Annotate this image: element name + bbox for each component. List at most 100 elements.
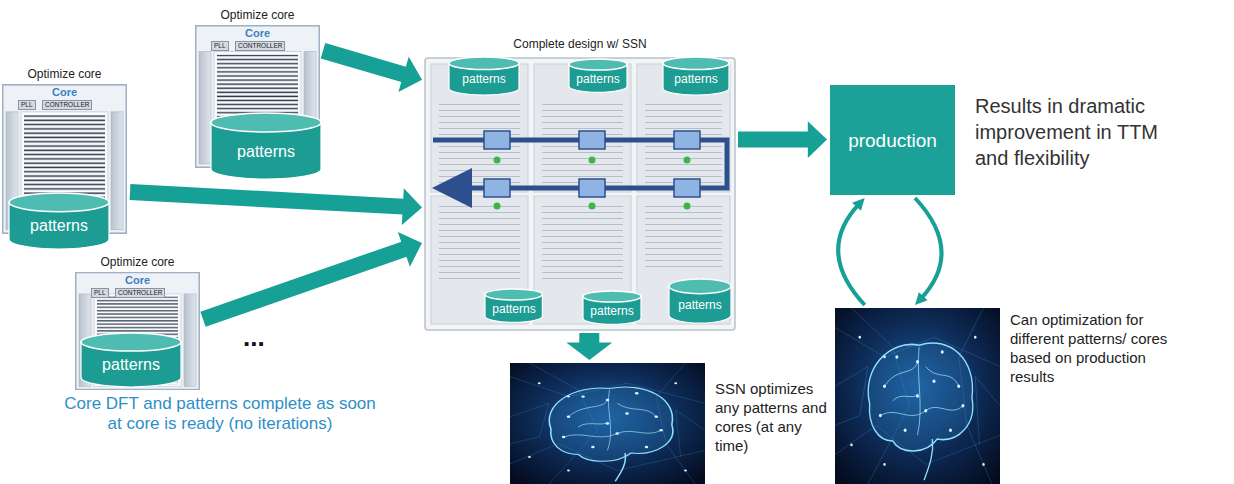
- status-dot: [589, 157, 596, 164]
- design-cell: [534, 64, 631, 192]
- cylinder-label: patterns: [102, 355, 160, 374]
- cylinder-top: [663, 57, 729, 70]
- pattern-cylinder: patterns: [662, 56, 730, 96]
- ssn-host: [579, 179, 605, 197]
- arrowhead: [398, 232, 422, 267]
- block-arrow-shaft: [738, 132, 809, 148]
- connector-arrow: [915, 198, 942, 305]
- cycle-arc: [838, 204, 865, 305]
- block-label: CONTROLLER: [42, 100, 92, 110]
- cylinder-label: patterns: [678, 298, 721, 312]
- pattern-cylinder: patterns: [582, 290, 642, 325]
- pattern-cylinder: patterns: [568, 58, 628, 93]
- status-dot: [589, 203, 596, 210]
- ssn-host: [674, 131, 700, 149]
- connector-arrow: [130, 188, 422, 225]
- design-cell: [637, 64, 730, 192]
- core-title: Core: [2, 86, 127, 99]
- label-holder: patterns: [662, 70, 730, 90]
- core-heading: Optimize core: [100, 255, 174, 269]
- note-text: Core DFT and patterns complete as soon a…: [55, 394, 385, 434]
- cylinder-top: [485, 289, 542, 300]
- core-chip: [76, 273, 200, 390]
- design-heading: Complete design w/ SSN: [513, 37, 646, 51]
- brain-image: SSN optimizes any patterns and cores (at…: [510, 363, 705, 484]
- cylinder-top: [669, 279, 731, 294]
- cylinder-label: patterns: [30, 216, 88, 235]
- block-label: CONTROLLER: [235, 41, 285, 51]
- cell-logic: [645, 204, 722, 270]
- brain-illustration: [835, 308, 1000, 484]
- cylinder-top: [583, 291, 641, 302]
- ssn-host: [484, 179, 510, 197]
- core-title: Core: [75, 274, 200, 287]
- block-label: PLL: [91, 288, 109, 298]
- ssn-host: [579, 131, 605, 149]
- brain-note: SSN optimizes any patterns and cores (at…: [715, 379, 827, 455]
- cylinder-label: patterns: [462, 72, 505, 86]
- block-arrow-shaft: [579, 333, 599, 343]
- connector-arrow: [838, 198, 865, 305]
- block-arrow-shaft: [203, 249, 405, 319]
- block-label: PLL: [18, 100, 36, 110]
- ssn-host: [484, 131, 510, 149]
- label-holder: patterns: [8, 212, 110, 240]
- brain-note: Can optimization for different patterns/…: [1010, 310, 1170, 386]
- core-title: Core: [195, 27, 320, 40]
- cylinder-top: [211, 113, 321, 132]
- status-dot: [684, 157, 691, 164]
- status-dot: [494, 157, 501, 164]
- arrowhead: [808, 121, 827, 158]
- arrowhead: [915, 292, 928, 305]
- cycle-arc: [915, 198, 942, 299]
- block-arrow-shaft: [323, 51, 404, 75]
- arrowhead: [566, 342, 612, 360]
- brain-image: Can optimization for different patterns/…: [835, 308, 1000, 484]
- label-holder: patterns: [210, 132, 322, 170]
- arrowhead: [402, 188, 422, 225]
- pattern-cylinder: patterns: [484, 288, 543, 323]
- label-holder: patterns: [568, 70, 628, 87]
- core-heading: Optimize core: [220, 8, 294, 22]
- label-holder: patterns: [448, 70, 520, 90]
- soc-design: Complete design w/ SSNpatternspatternspa…: [425, 58, 735, 330]
- cylinder-label: patterns: [590, 304, 633, 318]
- cylinder-top: [569, 59, 627, 70]
- pattern-cylinder: patterns: [8, 192, 110, 250]
- block-label: PLL: [211, 41, 229, 51]
- design-layout: [425, 58, 735, 330]
- cylinder-label: patterns: [674, 72, 717, 86]
- status-dot: [494, 203, 501, 210]
- cylinder-label: patterns: [492, 302, 535, 316]
- cell-logic: [542, 204, 623, 284]
- ellipsis: ...: [243, 322, 265, 352]
- label-holder: patterns: [582, 302, 642, 319]
- label-holder: patterns: [80, 351, 182, 378]
- pattern-cylinder: patterns: [668, 278, 732, 324]
- design-outline: [425, 58, 735, 330]
- cell-logic: [439, 204, 520, 280]
- arrowhead: [398, 57, 422, 92]
- production-label: production: [848, 129, 937, 152]
- cylinder-top: [81, 333, 181, 351]
- label-holder: production: [830, 85, 955, 195]
- cylinder-label: patterns: [237, 142, 295, 161]
- arrowhead: [852, 198, 865, 211]
- core-heading: Optimize core: [27, 67, 101, 81]
- pattern-cylinder: patterns: [448, 56, 520, 96]
- brain-illustration: [510, 363, 705, 484]
- pattern-cylinder: patterns: [80, 332, 182, 388]
- label-holder: patterns: [668, 294, 732, 317]
- connector-arrow: [203, 232, 422, 319]
- connector-arrow: [323, 51, 422, 92]
- result-note: Results in dramatic improvement in TTM a…: [975, 93, 1180, 171]
- connector-arrow: [738, 121, 827, 158]
- cylinder-label: patterns: [576, 72, 619, 86]
- production-box: production: [830, 85, 955, 195]
- cylinder-top: [9, 193, 109, 212]
- ssn-nodes: [484, 131, 700, 210]
- block-label: CONTROLLER: [115, 288, 165, 298]
- connector-arrow: [566, 333, 612, 360]
- status-dot: [684, 203, 691, 210]
